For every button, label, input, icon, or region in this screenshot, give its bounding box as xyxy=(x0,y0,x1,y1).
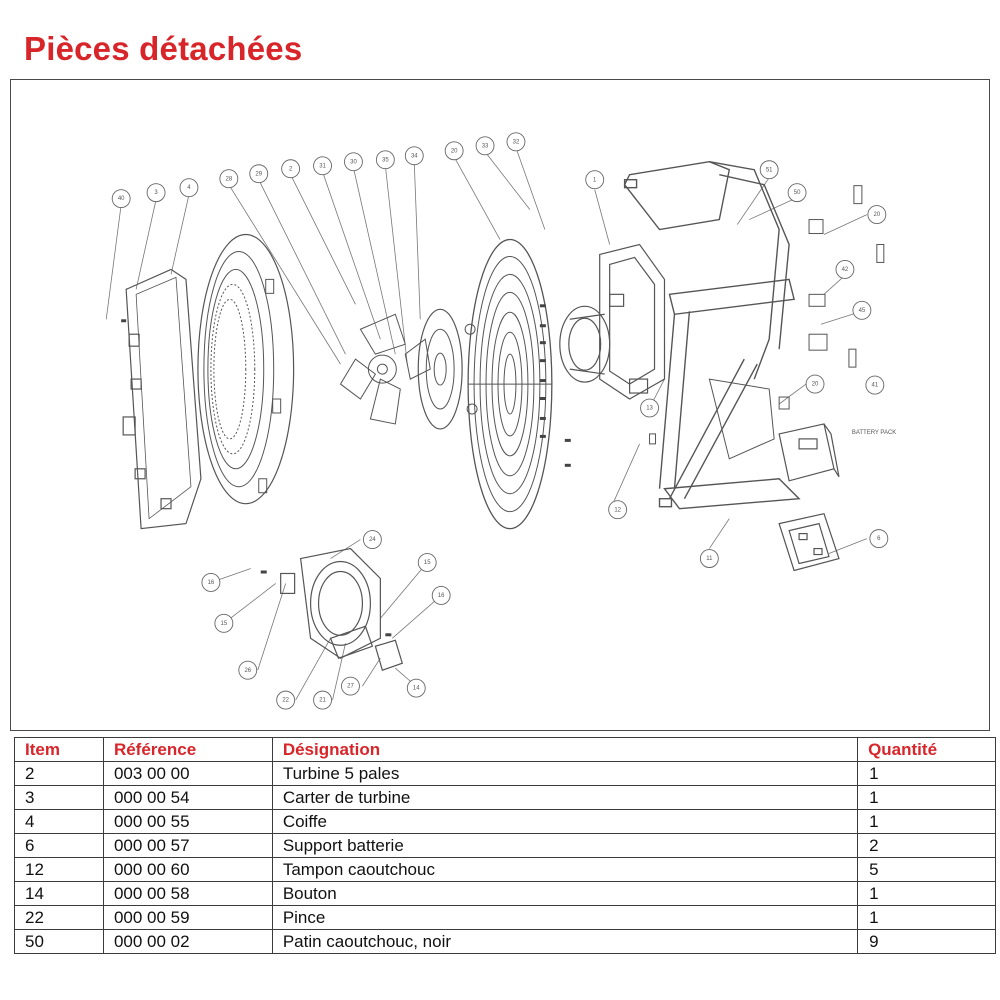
cell-reference: 000 00 60 xyxy=(102,857,273,882)
callout-4: 4 xyxy=(187,185,191,191)
motor-illustration xyxy=(559,243,666,400)
small-parts-right xyxy=(649,185,885,445)
tube-frame-illustration xyxy=(623,161,801,510)
page-title: Pièces détachées xyxy=(24,30,303,67)
header-item: Item xyxy=(14,737,104,762)
cell-quantity: 9 xyxy=(857,929,996,954)
callout-26: 26 xyxy=(244,668,251,674)
callout-42: 42 xyxy=(842,267,849,273)
battery-support-illustration xyxy=(778,512,840,572)
callout-20a: 20 xyxy=(451,148,458,154)
cell-reference: 003 00 00 xyxy=(102,761,273,786)
table-row: 50 000 00 02 Patin caoutchouc, noir 9 xyxy=(14,929,996,954)
cell-quantity: 1 xyxy=(857,905,996,930)
cell-quantity: 5 xyxy=(857,857,996,882)
header-reference: Référence xyxy=(102,737,273,762)
table-row: 3 000 00 54 Carter de turbine 1 xyxy=(14,785,996,810)
callout-15b: 15 xyxy=(221,621,228,627)
table-header-row: Item Référence Désignation Quantité xyxy=(14,737,996,762)
cowl-illustration xyxy=(197,233,295,505)
cell-item: 22 xyxy=(14,905,104,930)
cell-item: 6 xyxy=(14,833,104,858)
parts-table: Item Référence Désignation Quantité 2 00… xyxy=(14,737,996,954)
cell-designation: Coiffe xyxy=(271,809,859,834)
callout-2: 2 xyxy=(289,166,293,172)
callout-27: 27 xyxy=(347,684,354,690)
fan-blade-illustration xyxy=(339,313,431,425)
cell-reference: 000 00 55 xyxy=(102,809,273,834)
callout-45: 45 xyxy=(859,308,866,314)
cell-designation: Bouton xyxy=(271,881,859,906)
cell-designation: Carter de turbine xyxy=(271,785,859,810)
callout-30: 30 xyxy=(350,159,357,165)
battery-pack-label: BATTERY PACK xyxy=(852,430,896,436)
callout-14: 14 xyxy=(413,686,420,692)
header-designation: Désignation xyxy=(271,737,859,762)
cell-quantity: 2 xyxy=(857,833,996,858)
leader-lines xyxy=(105,147,868,701)
callout-3: 3 xyxy=(154,190,158,196)
cell-reference: 000 00 59 xyxy=(102,905,273,930)
cell-item: 4 xyxy=(14,809,104,834)
table-row: 22 000 00 59 Pince 1 xyxy=(14,905,996,930)
callout-16b: 16 xyxy=(438,593,445,599)
cell-designation: Turbine 5 pales xyxy=(271,761,859,786)
cell-item: 2 xyxy=(14,761,104,786)
table-row: 4 000 00 55 Coiffe 1 xyxy=(14,809,996,834)
callout-1: 1 xyxy=(593,177,597,183)
callout-16a: 16 xyxy=(208,580,215,586)
cell-item: 3 xyxy=(14,785,104,810)
header-quantity: Quantité xyxy=(857,737,996,762)
cell-item: 12 xyxy=(14,857,104,882)
cell-quantity: 1 xyxy=(857,785,996,810)
callout-12: 12 xyxy=(614,507,621,513)
callout-11: 11 xyxy=(706,556,713,562)
callout-circles xyxy=(111,132,889,710)
cell-designation: Support batterie xyxy=(271,833,859,858)
callout-34: 34 xyxy=(411,153,418,159)
cell-reference: 000 00 02 xyxy=(102,929,273,954)
cell-designation: Tampon caoutchouc xyxy=(271,857,859,882)
callout-51: 51 xyxy=(766,167,773,173)
table-row: 12 000 00 60 Tampon caoutchouc 5 xyxy=(14,857,996,882)
screw-column xyxy=(121,304,571,467)
cell-quantity: 1 xyxy=(857,809,996,834)
callout-29: 29 xyxy=(255,171,262,177)
callout-6: 6 xyxy=(877,536,881,542)
callout-20b: 20 xyxy=(874,212,881,218)
callout-35: 35 xyxy=(382,157,389,163)
cell-designation: Patin caoutchouc, noir xyxy=(271,929,859,954)
cell-reference: 000 00 58 xyxy=(102,881,273,906)
exploded-view-diagram: 40 3 4 28 29 2 31 30 35 34 20 33 32 1 51… xyxy=(10,79,990,731)
callout-numbers: 40 3 4 28 29 2 31 30 35 34 20 33 32 1 51… xyxy=(118,139,881,703)
callout-28: 28 xyxy=(226,176,233,182)
battery-pack-illustration xyxy=(778,423,840,482)
hub-illustration xyxy=(417,308,478,430)
callout-15a: 15 xyxy=(424,560,431,566)
cell-reference: 000 00 57 xyxy=(102,833,273,858)
table-row: 14 000 00 58 Bouton 1 xyxy=(14,881,996,906)
cell-item: 14 xyxy=(14,881,104,906)
callout-33: 33 xyxy=(482,143,489,149)
callout-40: 40 xyxy=(118,196,125,202)
callout-32: 32 xyxy=(513,139,520,145)
wire-grill-illustration xyxy=(467,238,553,530)
callout-13: 13 xyxy=(646,406,653,412)
cell-quantity: 1 xyxy=(857,761,996,786)
callout-31: 31 xyxy=(319,163,326,169)
table-row: 2 003 00 00 Turbine 5 pales 1 xyxy=(14,761,996,786)
cell-designation: Pince xyxy=(271,905,859,930)
callout-24: 24 xyxy=(369,537,376,543)
callout-21: 21 xyxy=(319,698,326,704)
turbine-housing-illustration xyxy=(122,268,202,530)
table-row: 6 000 00 57 Support batterie 2 xyxy=(14,833,996,858)
callout-50: 50 xyxy=(794,190,801,196)
control-panel-illustration xyxy=(260,547,404,671)
callout-20c: 20 xyxy=(812,382,819,388)
cell-reference: 000 00 54 xyxy=(102,785,273,810)
cell-item: 50 xyxy=(14,929,104,954)
callout-41: 41 xyxy=(872,383,879,389)
callout-22: 22 xyxy=(282,698,289,704)
cell-quantity: 1 xyxy=(857,881,996,906)
